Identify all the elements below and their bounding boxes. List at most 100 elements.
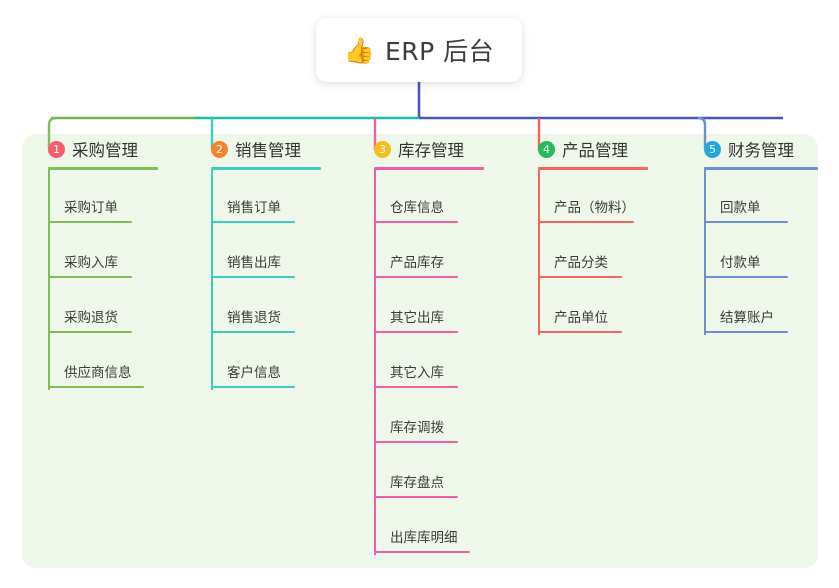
root-node-label: ERP 后台 bbox=[384, 37, 495, 66]
leaf-item-underline bbox=[704, 331, 788, 333]
leaf-item[interactable]: 产品分类 bbox=[524, 225, 648, 280]
leaf-item[interactable]: 销售退货 bbox=[197, 280, 321, 335]
leaf-item-label: 其它出库 bbox=[390, 310, 444, 326]
leaf-item-label: 回款单 bbox=[720, 200, 761, 216]
branch-items-5: 回款单付款单结算账户 bbox=[690, 170, 818, 335]
leaf-item-label: 销售订单 bbox=[227, 200, 281, 216]
leaf-item-label: 采购入库 bbox=[64, 255, 118, 271]
leaf-item[interactable]: 销售出库 bbox=[197, 225, 321, 280]
branch-spine-4 bbox=[538, 170, 540, 335]
leaf-item-label: 销售退货 bbox=[227, 310, 281, 326]
leaf-item-underline bbox=[374, 221, 458, 223]
branch-underline-1 bbox=[48, 167, 158, 170]
branch-badge-4: 4 bbox=[538, 140, 555, 158]
branch-column-4: 4 产品管理产品（物料） 产品分类产品单位 bbox=[524, 134, 648, 335]
leaf-item[interactable]: 仓库信息 bbox=[360, 170, 484, 225]
branch-title-1: 采购管理 bbox=[72, 141, 138, 160]
branch-badge-5: 5 bbox=[704, 140, 721, 158]
leaf-item-underline bbox=[374, 441, 458, 443]
leaf-item-underline bbox=[211, 276, 295, 278]
leaf-item[interactable]: 付款单 bbox=[690, 225, 818, 280]
leaf-item-label: 采购退货 bbox=[64, 310, 118, 326]
leaf-item-label: 仓库信息 bbox=[390, 200, 444, 216]
leaf-item-underline bbox=[538, 221, 634, 223]
leaf-item-label: 客户信息 bbox=[227, 365, 281, 381]
leaf-item[interactable]: 采购退货 bbox=[34, 280, 158, 335]
thumbs-up-icon: 👍 bbox=[343, 35, 375, 65]
branch-title-4: 产品管理 bbox=[562, 141, 628, 160]
branch-items-4: 产品（物料） 产品分类产品单位 bbox=[524, 170, 648, 335]
root-node[interactable]: 👍 ERP 后台 bbox=[316, 18, 522, 82]
leaf-item-underline bbox=[374, 276, 458, 278]
branch-items-1: 采购订单采购入库采购退货供应商信息 bbox=[34, 170, 158, 390]
leaf-item[interactable]: 采购入库 bbox=[34, 225, 158, 280]
leaf-item[interactable]: 产品单位 bbox=[524, 280, 648, 335]
leaf-item-label: 付款单 bbox=[720, 255, 761, 271]
branch-header-1[interactable]: 1 采购管理 bbox=[34, 134, 158, 164]
branch-title-3: 库存管理 bbox=[398, 141, 464, 160]
leaf-item[interactable]: 产品库存 bbox=[360, 225, 484, 280]
leaf-item-underline bbox=[374, 331, 458, 333]
leaf-item[interactable]: 采购订单 bbox=[34, 170, 158, 225]
leaf-item-underline bbox=[374, 496, 458, 498]
branch-badge-3: 3 bbox=[374, 140, 391, 158]
leaf-item[interactable]: 客户信息 bbox=[197, 335, 321, 390]
leaf-item-label: 供应商信息 bbox=[64, 365, 132, 381]
branch-underline-5 bbox=[704, 167, 818, 170]
leaf-item-underline bbox=[211, 221, 295, 223]
branch-columns: 1 采购管理采购订单采购入库采购退货供应商信息 2 销售管理销售订单销售出库销售退货客… bbox=[0, 134, 839, 568]
branch-header-4[interactable]: 4 产品管理 bbox=[524, 134, 648, 164]
leaf-item-label: 产品分类 bbox=[554, 255, 608, 271]
leaf-item-label: 库存盘点 bbox=[390, 475, 444, 491]
leaf-item-underline bbox=[374, 551, 470, 553]
leaf-item-underline bbox=[211, 386, 295, 388]
branch-items-2: 销售订单销售出库销售退货客户信息 bbox=[197, 170, 321, 390]
leaf-item-label: 出库库明细 bbox=[390, 530, 458, 546]
diagram-background-panel bbox=[22, 134, 818, 568]
leaf-item-underline bbox=[704, 276, 788, 278]
branch-spine-5 bbox=[704, 170, 706, 335]
leaf-item[interactable]: 销售订单 bbox=[197, 170, 321, 225]
leaf-item-underline bbox=[374, 386, 458, 388]
leaf-item[interactable]: 库存盘点 bbox=[360, 445, 484, 500]
leaf-item-label: 产品单位 bbox=[554, 310, 608, 326]
leaf-item[interactable]: 供应商信息 bbox=[34, 335, 158, 390]
leaf-item-label: 产品库存 bbox=[390, 255, 444, 271]
leaf-item[interactable]: 产品（物料） bbox=[524, 170, 648, 225]
branch-column-1: 1 采购管理采购订单采购入库采购退货供应商信息 bbox=[34, 134, 158, 390]
branch-spine-3 bbox=[374, 170, 376, 555]
leaf-item-underline bbox=[538, 331, 622, 333]
leaf-item-label: 产品（物料） bbox=[554, 200, 635, 216]
branch-column-2: 2 销售管理销售订单销售出库销售退货客户信息 bbox=[197, 134, 321, 390]
leaf-item[interactable]: 其它入库 bbox=[360, 335, 484, 390]
leaf-item[interactable]: 其它出库 bbox=[360, 280, 484, 335]
leaf-item-underline bbox=[48, 331, 132, 333]
branch-badge-1: 1 bbox=[48, 140, 65, 158]
leaf-item[interactable]: 结算账户 bbox=[690, 280, 818, 335]
branch-title-5: 财务管理 bbox=[728, 141, 794, 160]
leaf-item-label: 采购订单 bbox=[64, 200, 118, 216]
branch-underline-3 bbox=[374, 167, 484, 170]
branch-header-5[interactable]: 5 财务管理 bbox=[690, 134, 818, 164]
leaf-item-underline bbox=[48, 276, 132, 278]
branch-badge-2: 2 bbox=[211, 140, 228, 158]
branch-title-2: 销售管理 bbox=[235, 141, 301, 160]
leaf-item-label: 库存调拨 bbox=[390, 420, 444, 436]
branch-underline-4 bbox=[538, 167, 648, 170]
leaf-item[interactable]: 回款单 bbox=[690, 170, 818, 225]
branch-column-3: 3 库存管理仓库信息产品库存其它出库其它入库库存调拨库存盘点出库库明细 bbox=[360, 134, 484, 555]
branch-underline-2 bbox=[211, 167, 321, 170]
leaf-item-underline bbox=[48, 221, 132, 223]
leaf-item-label: 结算账户 bbox=[720, 310, 774, 326]
branch-header-3[interactable]: 3 库存管理 bbox=[360, 134, 484, 164]
branch-items-3: 仓库信息产品库存其它出库其它入库库存调拨库存盘点出库库明细 bbox=[360, 170, 484, 555]
leaf-item-underline bbox=[538, 276, 622, 278]
leaf-item-label: 销售出库 bbox=[227, 255, 281, 271]
branch-spine-1 bbox=[48, 170, 50, 390]
leaf-item-underline bbox=[704, 221, 788, 223]
leaf-item-label: 其它入库 bbox=[390, 365, 444, 381]
leaf-item[interactable]: 库存调拨 bbox=[360, 390, 484, 445]
branch-header-2[interactable]: 2 销售管理 bbox=[197, 134, 321, 164]
leaf-item[interactable]: 出库库明细 bbox=[360, 500, 484, 555]
leaf-item-underline bbox=[211, 331, 295, 333]
